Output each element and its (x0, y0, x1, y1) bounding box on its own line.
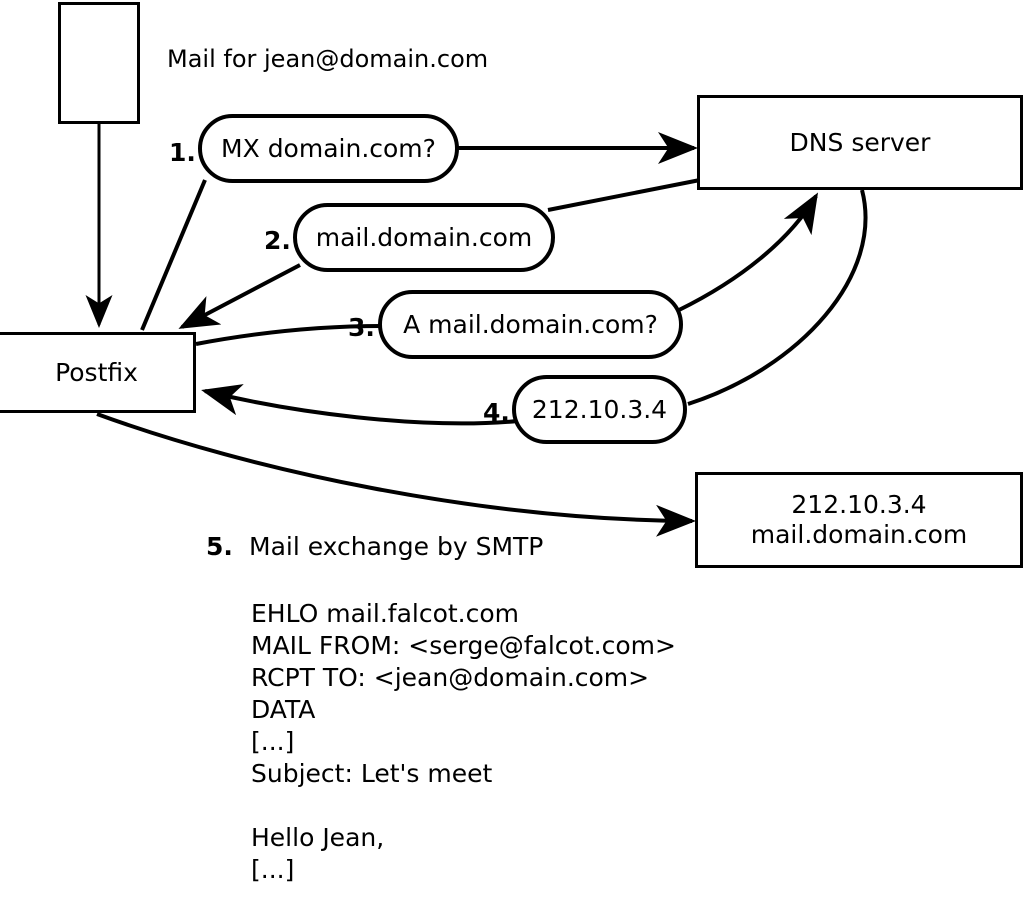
step-number-1: 1. (169, 138, 196, 167)
connector-dns-to-bubble4 (687, 189, 868, 406)
transcript-line: [...] (251, 855, 295, 884)
step-number-5: 5. (206, 532, 233, 561)
transcript-line: DATA (251, 695, 316, 724)
transcript-line: EHLO mail.falcot.com (251, 599, 520, 628)
step-bubble-mx-answer: mail.domain.com (293, 203, 555, 272)
dns-server-label: DNS server (789, 127, 931, 157)
transcript-line: Hello Jean, (251, 823, 385, 852)
transcript-line (251, 886, 676, 918)
mail-server-host-label: mail.domain.com (750, 520, 968, 549)
step-bubble-a-query: A mail.domain.com? (378, 290, 683, 359)
mail-server-ip-label: 212.10.3.4 (791, 490, 927, 519)
transcript-line: Subject: Let's meet (251, 759, 493, 788)
connector-postfix-to-bubble1 (140, 179, 207, 331)
connector-postfix-to-mailserver (96, 412, 696, 537)
transcript-line (251, 790, 676, 822)
step-bubble-a-answer: 212.10.3.4 (512, 375, 687, 444)
connector-bubble2-to-postfix (178, 263, 301, 329)
mail-server-node: 212.10.3.4 mail.domain.com (695, 472, 1023, 568)
step-4-label: 212.10.3.4 (531, 395, 668, 424)
postfix-label: Postfix (55, 357, 138, 387)
transcript-line: MAIL FROM: <serge@falcot.com> (251, 631, 676, 660)
step-5-label: Mail exchange by SMTP (249, 532, 544, 561)
connector-bubble3-to-dns (678, 192, 819, 312)
postfix-node: Postfix (0, 332, 196, 413)
transcript-line: RCPT TO: <jean@domain.com> (251, 663, 650, 692)
dns-server-node: DNS server (697, 95, 1023, 190)
connector-bubble4-to-postfix (201, 384, 519, 426)
mail-for-caption: Mail for jean@domain.com (167, 45, 489, 73)
step-bubble-mx-query: MX domain.com? (198, 114, 459, 183)
step-3-label: A mail.domain.com? (403, 310, 658, 339)
connector-postfix-to-bubble3 (195, 324, 383, 346)
transcript-line: [...] (251, 727, 295, 756)
step-2-label: mail.domain.com (315, 223, 533, 252)
step-number-4: 4. (483, 398, 510, 427)
step-number-2: 2. (264, 226, 291, 255)
connector-dns-to-bubble2 (547, 178, 701, 212)
sender-box (58, 2, 140, 124)
step-1-label: MX domain.com? (221, 134, 436, 163)
step-number-3: 3. (348, 313, 375, 342)
